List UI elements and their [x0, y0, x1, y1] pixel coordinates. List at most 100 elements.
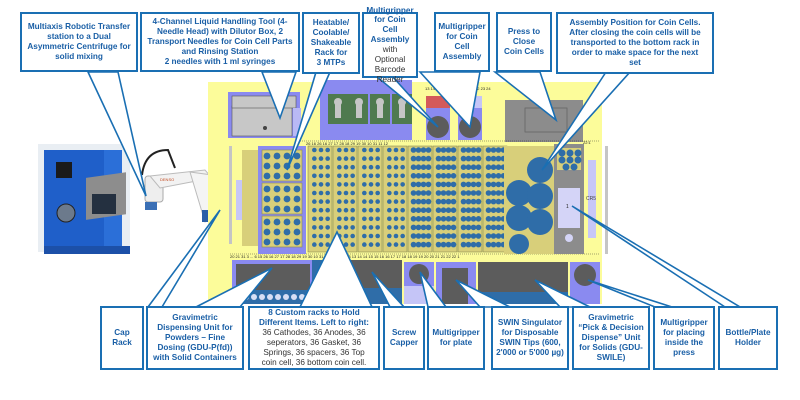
callout-text-line: Coolable/: [312, 28, 350, 38]
well: [325, 164, 330, 170]
well: [485, 198, 492, 205]
callout-text-line: Transport Needles for Coin Cell Parts: [147, 37, 293, 47]
callout-text-line: Assembly: [370, 35, 410, 45]
well: [368, 199, 374, 204]
well: [450, 181, 457, 188]
well: [400, 156, 405, 161]
callout-text-line: 36 Cathodes, 36 Anodes, 36: [262, 328, 366, 338]
well: [263, 218, 271, 226]
well: [445, 198, 452, 205]
well: [435, 181, 442, 188]
well: [460, 147, 467, 153]
well: [435, 198, 442, 205]
well: [393, 199, 399, 204]
well: [475, 233, 482, 239]
well: [425, 181, 432, 188]
well: [393, 173, 399, 179]
well: [393, 242, 399, 247]
callout-text-line: Multigripper: [660, 318, 708, 328]
well: [470, 216, 477, 222]
well: [470, 190, 477, 196]
well: [450, 241, 457, 248]
well: [350, 173, 355, 179]
callout-text-line: Heatable/: [312, 18, 350, 28]
callout-text-line: 8 Custom racks to Hold: [268, 308, 360, 318]
well: [475, 164, 482, 170]
well: [425, 155, 432, 162]
callout-text-line: Shakeable: [310, 38, 352, 48]
well: [318, 156, 324, 161]
callout-text-line: Dispensing Unit for: [157, 323, 233, 333]
well: [393, 164, 399, 170]
well: [273, 172, 281, 180]
well: [293, 162, 301, 170]
well: [460, 164, 467, 170]
well: [410, 155, 417, 162]
well: [445, 181, 452, 188]
well: [475, 173, 482, 179]
well: [283, 172, 291, 180]
well: [393, 182, 399, 187]
well: [368, 164, 374, 170]
well: [435, 155, 442, 162]
well: [485, 147, 492, 153]
centrifuge-photo: [38, 144, 130, 254]
callout-text-line: Assembly Position for Coin Cells.: [569, 18, 701, 28]
well: [350, 242, 355, 247]
well: [460, 198, 467, 205]
well: [368, 242, 374, 247]
well: [312, 147, 317, 153]
well: [273, 238, 281, 246]
well: [362, 216, 367, 222]
callout-text-line: station to a Dual: [47, 32, 111, 42]
well: [325, 182, 330, 187]
well: [495, 198, 502, 205]
well: [387, 207, 392, 213]
callout-text-line: Holder: [735, 338, 761, 347]
well: [420, 233, 427, 239]
callout-text-line: Bottle/Plate: [725, 328, 771, 338]
well: [273, 195, 281, 203]
well: [283, 185, 291, 193]
well: [470, 173, 477, 179]
well: [283, 238, 291, 246]
well: [273, 152, 281, 160]
well: [362, 164, 367, 170]
well: [475, 216, 482, 222]
well: [415, 147, 422, 153]
well: [495, 241, 502, 248]
well: [283, 228, 291, 236]
well: [470, 198, 477, 205]
well: [465, 207, 472, 213]
liquid-handling-module: [228, 92, 301, 138]
well: [495, 233, 502, 239]
well: [293, 218, 301, 226]
well: [425, 216, 432, 222]
callout-text-line: After closing the coin cells will be: [569, 28, 701, 38]
well: [318, 190, 324, 196]
well: [337, 199, 342, 204]
well: [410, 216, 417, 222]
well: [350, 164, 355, 170]
well: [387, 173, 392, 179]
well: [362, 233, 367, 239]
well: [400, 207, 405, 213]
well: [273, 205, 281, 213]
callout-text-line: Assembly: [442, 51, 482, 61]
well: [293, 185, 301, 193]
well: [299, 294, 305, 300]
well: [495, 147, 502, 153]
well: [293, 195, 301, 203]
callout-text-line: Different Items. Left to right:: [258, 318, 370, 328]
well: [445, 173, 452, 179]
well: [450, 198, 457, 205]
well: [435, 233, 442, 239]
well: [283, 218, 291, 226]
well: [410, 224, 417, 231]
well: [435, 216, 442, 222]
callout-text-line: Press to: [507, 27, 541, 37]
well: [362, 182, 367, 187]
well: [318, 225, 324, 230]
